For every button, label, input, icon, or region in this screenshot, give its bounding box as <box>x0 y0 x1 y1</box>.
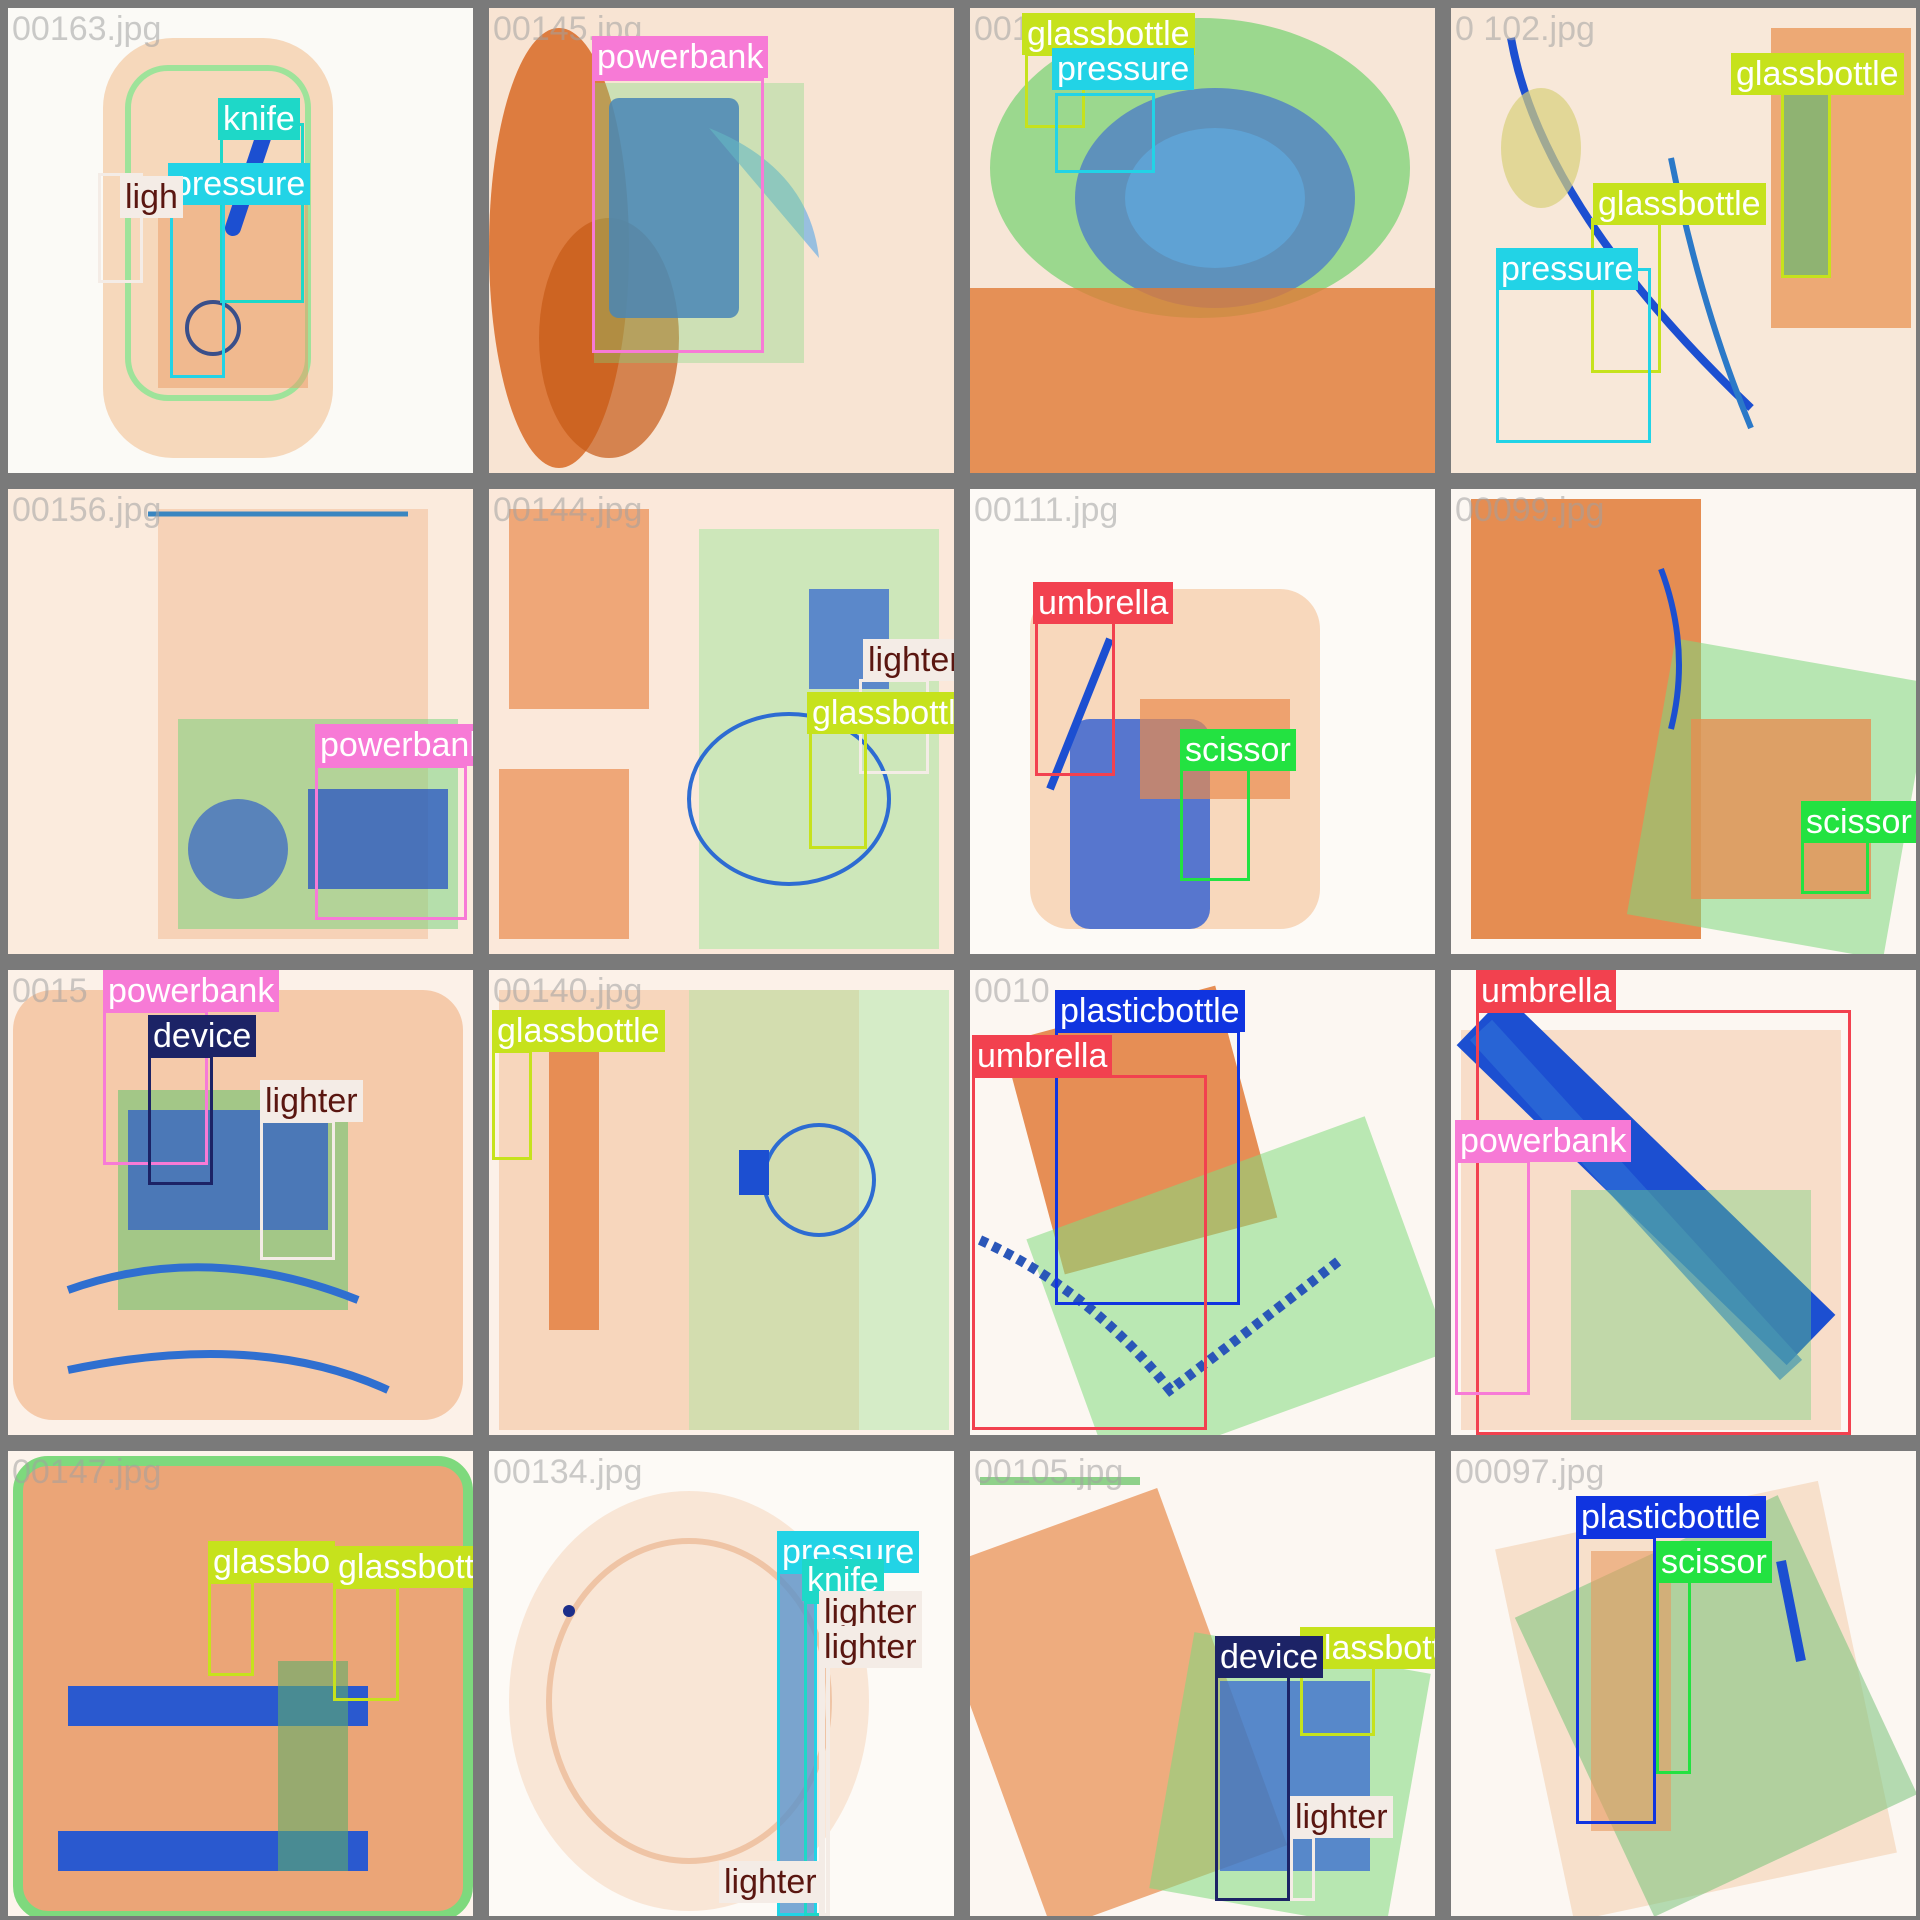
detection-box-scissor <box>1180 761 1250 881</box>
xray-scan-image <box>970 1451 1435 1916</box>
detection-label-powerbank: powerbank <box>315 724 473 766</box>
tile-filename: 00099.jpg <box>1455 491 1605 529</box>
detection-box-glassbottle <box>809 729 867 849</box>
detection-label-lighter: lighter <box>1290 1796 1393 1838</box>
detection-label-plasticbottle: plasticbottle <box>1576 1496 1766 1538</box>
xray-scan-image <box>970 8 1435 473</box>
tile-filename: 00163.jpg <box>12 10 162 48</box>
detection-label-scissor: scissor <box>1801 801 1916 843</box>
detection-label-lighter: ligh <box>120 176 183 218</box>
detection-label-scissor: scissor <box>1180 729 1296 771</box>
image-tile: 00147.jpg glassboglassbottle <box>8 1451 473 1916</box>
detection-label-pressure: pressure <box>1496 248 1639 290</box>
detection-label-umbrella: umbrella <box>1033 582 1174 624</box>
detection-label-glassbottle: glassbottle <box>1593 183 1766 225</box>
tile-filename: 00097.jpg <box>1455 1453 1605 1491</box>
detection-label-glassbottle: glassbottle <box>333 1546 473 1588</box>
detection-box-umbrella <box>972 1075 1207 1430</box>
detection-label-device: device <box>1215 1636 1324 1678</box>
tile-filename: 00134.jpg <box>493 1453 643 1491</box>
detection-label-powerbank: powerbank <box>103 970 280 1012</box>
tile-filename: 00140.jpg <box>493 972 643 1010</box>
detection-box-pressure <box>1496 268 1651 443</box>
detection-box-powerbank <box>1455 1160 1530 1395</box>
image-tile: umbrella powerbank <box>1451 970 1916 1435</box>
detection-box-lighter <box>260 1120 335 1260</box>
tile-filename: 00147.jpg <box>12 1453 162 1491</box>
xray-scan-image <box>8 970 473 1435</box>
xray-scan-image <box>489 970 954 1435</box>
detection-box-glassbottle <box>208 1581 254 1676</box>
detection-label-lighter: lighter <box>719 1861 822 1903</box>
detection-label-scissor: scissor <box>1656 1541 1772 1583</box>
xray-scan-image <box>103 38 333 458</box>
detection-box-umbrella <box>1476 1010 1851 1435</box>
detection-box-plasticbottle <box>1576 1536 1656 1824</box>
detection-box-glassbottle <box>492 1050 532 1160</box>
image-tile: 00111.jpg umbrella scissor <box>970 489 1435 954</box>
image-tile: 00099.jpg scissor <box>1451 489 1916 954</box>
detection-label-lighter: lighter <box>819 1626 922 1668</box>
detection-label-pressure: pressure <box>168 163 311 205</box>
detection-label-knife: knife <box>218 98 300 140</box>
detection-box-scissor <box>1656 1576 1691 1774</box>
detection-box-glassbottle <box>1781 83 1831 278</box>
tile-filename: 00144.jpg <box>493 491 643 529</box>
detection-label-powerbank: powerbank <box>592 36 769 78</box>
detection-box-lighter <box>98 173 143 283</box>
detection-label-glassbottle: glassbottle <box>807 692 954 734</box>
detection-box-lighter <box>822 1646 830 1916</box>
detection-box-device <box>1215 1661 1290 1901</box>
image-tile: 00156.jpg powerbank <box>8 489 473 954</box>
xray-scan-image <box>1451 489 1916 954</box>
detection-box-device <box>148 1055 213 1185</box>
detection-label-plasticbottle: plasticbottle <box>1055 990 1245 1032</box>
image-tile: 00144.jpg lighter glassbottle <box>489 489 954 954</box>
detection-box-lighter <box>1290 1836 1315 1901</box>
xray-scan-image <box>489 1451 954 1916</box>
detection-box-pressure <box>1055 93 1155 173</box>
detection-box-powerbank <box>592 78 764 353</box>
xray-scan-image <box>8 1451 473 1916</box>
detection-box-glassbottle <box>333 1586 399 1701</box>
detection-box-pressure <box>170 193 225 378</box>
detection-box-umbrella <box>1035 601 1115 776</box>
detection-label-lighter: lighter <box>863 639 954 681</box>
detection-label-powerbank: powerbank <box>1455 1120 1632 1162</box>
tile-filename: 0010 <box>974 972 1050 1010</box>
detection-label-device: device <box>148 1015 257 1057</box>
image-tile: 00105.jpgglassbottledevicelighter <box>970 1451 1435 1916</box>
detection-label-glassbottle: glassbottle <box>492 1010 665 1052</box>
tile-filename: 00156.jpg <box>12 491 162 529</box>
tile-filename: 00105.jpg <box>974 1453 1124 1491</box>
detection-label-umbrella: umbrella <box>1476 970 1617 1012</box>
detection-label-glassbottle: glassbo <box>208 1541 336 1583</box>
detection-label-glassbottle: glassbottle <box>1731 53 1904 95</box>
detection-box-powerbank <box>315 765 467 920</box>
detection-label-lighter: lighter <box>260 1080 363 1122</box>
tile-filename: 0 102.jpg <box>1455 10 1595 48</box>
detection-label-pressure: pressure <box>1052 48 1195 90</box>
detection-box-knife <box>220 123 304 303</box>
tile-filename: 0015 <box>12 972 88 1010</box>
detection-label-umbrella: umbrella <box>972 1035 1113 1077</box>
detection-box-scissor <box>1801 834 1869 894</box>
image-tile: 0 102.jpg glassbottle glassbottle pressure <box>1451 8 1916 473</box>
xray-scan-image <box>970 489 1435 954</box>
tile-filename: 00111.jpg <box>974 491 1119 529</box>
tile-filename: 001 <box>974 10 1031 48</box>
